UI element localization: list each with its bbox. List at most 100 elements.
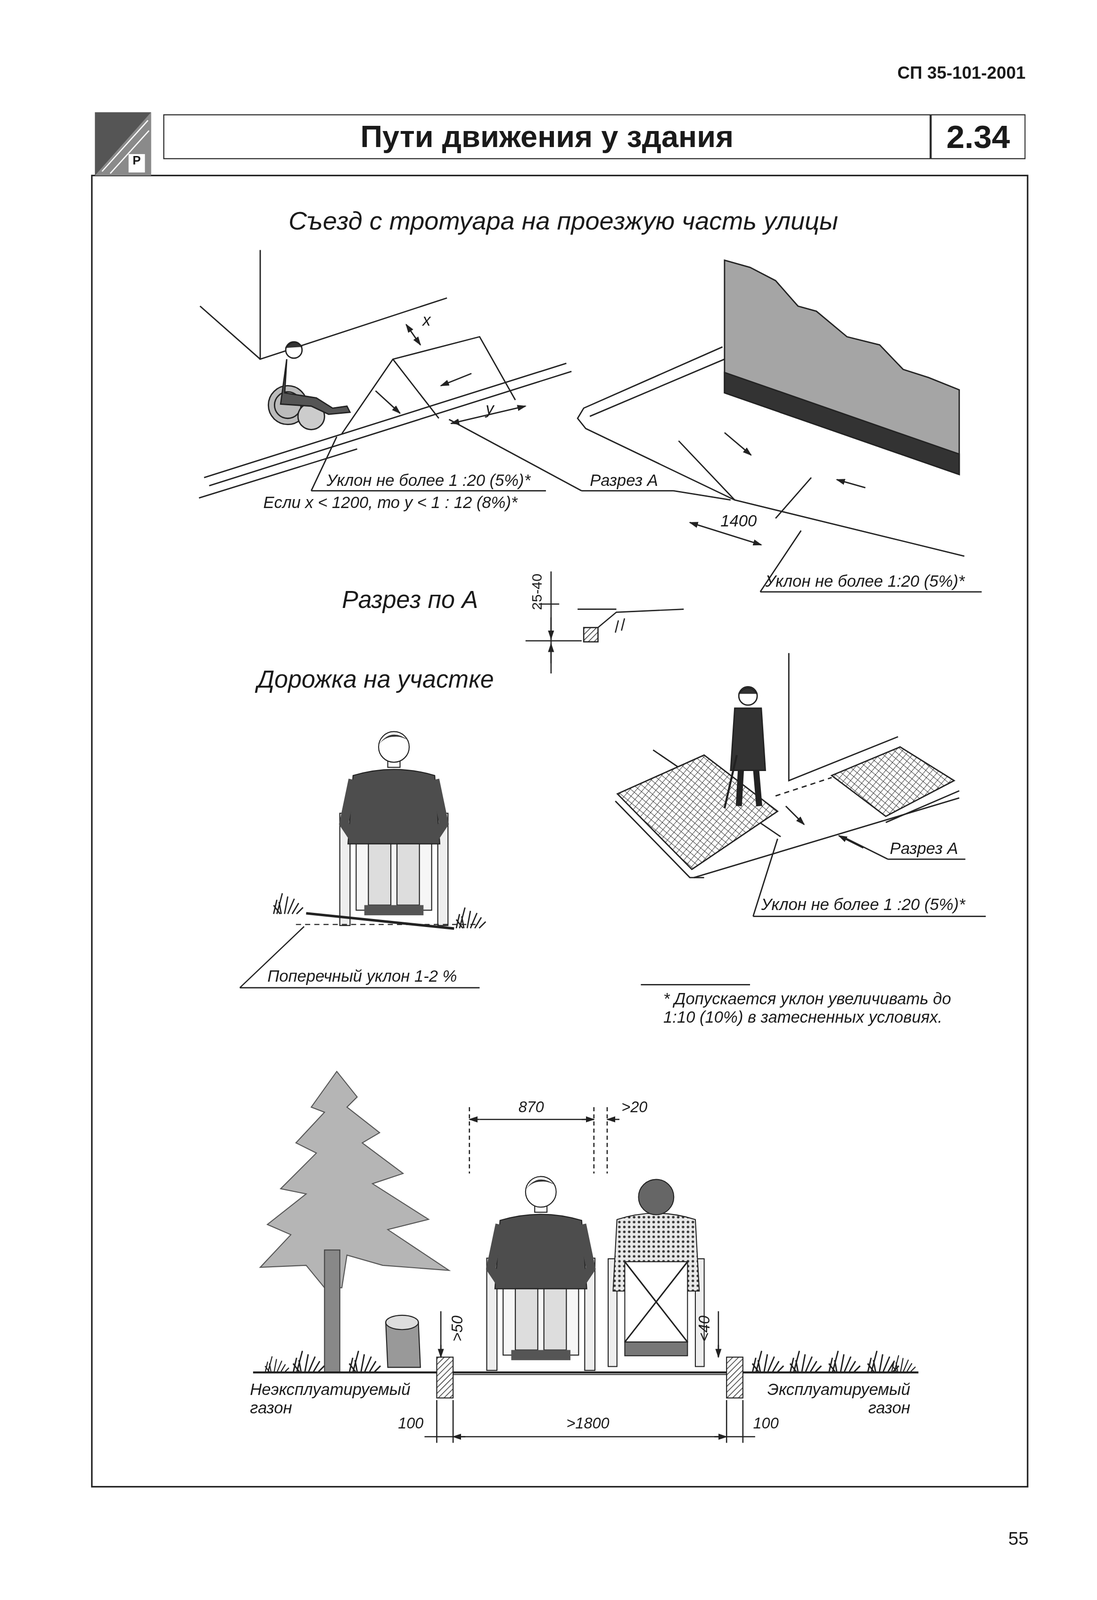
dimension: <40 [695, 1316, 713, 1343]
lawn-label: Неэксплуатируемый газон [249, 1380, 419, 1419]
path-section-part [349, 1351, 381, 1374]
dimension: 25-40 [528, 573, 545, 611]
tactile-ramp-part [738, 687, 758, 694]
curb-ramp-left-part [440, 373, 472, 386]
section-heading: Съезд с тротуара на проезжую часть улицы [288, 206, 839, 236]
slope-note: Если x < 1200, то y < 1 : 12 (8%)* [263, 494, 518, 513]
slope-note: Уклон не более 1 :20 (5%)* [326, 471, 531, 491]
page-frame-part [128, 154, 146, 173]
path-section-part [385, 1315, 419, 1330]
path-section-part-part [479, 1119, 584, 1121]
page-frame-part [94, 112, 151, 176]
dimension: >50 [448, 1316, 466, 1343]
path-section-part-part [717, 1345, 720, 1358]
section-a-part [550, 571, 553, 675]
tactile-ramp-part [775, 777, 832, 797]
curb-ramp-left-part [260, 249, 447, 360]
curb-ramp-right-part [724, 260, 960, 475]
tactile-ramp-part [738, 770, 759, 807]
curb-ramp-left-part [341, 337, 516, 435]
section-a-part [577, 609, 684, 634]
path-cross-slope-part [305, 913, 454, 929]
wheelchair-side [268, 341, 350, 430]
dimension: >1800 [566, 1414, 610, 1433]
section-a-part [550, 617, 553, 639]
path-section-part-part [453, 1436, 466, 1438]
section-callout: Разрез А [890, 840, 959, 859]
path-cross-slope-part [456, 907, 486, 929]
footnote-rule-part [640, 984, 751, 986]
section-a-part [550, 643, 553, 664]
page-number: 55 [1008, 1528, 1029, 1551]
section-heading: Разрез по А [341, 585, 479, 615]
path-section-part-part [717, 1311, 720, 1358]
slope-note: Уклон не более 1:20 (5%)* [765, 572, 965, 592]
tactile-ramp-part [785, 806, 805, 825]
slope-note: Уклон не более 1 :20 (5%)* [761, 896, 966, 916]
path-cross-slope-part [239, 926, 480, 989]
curb-ramp-right-part [724, 432, 751, 456]
path-section-part [264, 1356, 289, 1374]
section-mark: Р [132, 154, 141, 169]
path-section-part [486, 1176, 595, 1371]
curb-ramp-left-part [311, 437, 546, 492]
dimension: 1400 [720, 512, 757, 532]
path-section-part [790, 1351, 822, 1374]
path-cross-slope-part [339, 731, 448, 926]
sheet-number-box: 2.34 [930, 114, 1026, 160]
section-heading: Дорожка на участке [256, 665, 494, 694]
path-cross-slope-part [296, 924, 480, 926]
curb-ramp-right-part [724, 372, 960, 475]
path-section-part-part [440, 1311, 442, 1358]
path-section-part [891, 1355, 916, 1373]
footnote: * Допускается уклон увеличивать до 1:10 … [663, 989, 970, 1028]
tactile-ramp-part [617, 755, 778, 870]
page-frame [91, 112, 1028, 1487]
curb-ramp-left-part [198, 363, 572, 499]
curb-ramp-left [198, 249, 731, 500]
page-frame-part [94, 112, 151, 176]
slope-note: Поперечный уклон 1-2 % [267, 967, 457, 987]
curb-ramp-right-part [836, 479, 866, 488]
curb-ramp-right-part [760, 530, 982, 593]
page-frame-part [91, 175, 1028, 1487]
path-section-part [453, 1374, 727, 1376]
page-title: Пути движения у здания [360, 119, 734, 155]
dimension-name: y [485, 400, 494, 420]
dimension: 100 [753, 1414, 779, 1433]
curb-ramp-left-part [199, 306, 261, 360]
path-section-part [752, 1351, 784, 1374]
curb-ramp-right [577, 260, 982, 593]
curb-ramp-left-part [406, 324, 421, 346]
tactile-ramp-part [738, 686, 758, 706]
section-a-part [583, 627, 598, 643]
path-cross-slope-part [273, 893, 303, 915]
path-section-part-part [469, 1119, 480, 1121]
title-box: Пути движения у здания [163, 114, 931, 160]
section-a [525, 571, 685, 675]
tactile-ramp-part [842, 836, 966, 860]
document-code: СП 35-101-2001 [897, 63, 1026, 83]
path-section-part [436, 1357, 454, 1399]
page-frame-part [101, 120, 149, 174]
path-section-part [324, 1250, 340, 1373]
tactile-ramp-part [831, 747, 955, 817]
curb-ramp-left-part [392, 359, 439, 419]
wheelchair-side-part [285, 341, 303, 359]
path-section-part [260, 1071, 449, 1288]
path-section-part [293, 1351, 325, 1374]
path-section-part-part [424, 1436, 755, 1438]
path-section-part [828, 1351, 860, 1374]
tactile-ramp-part [838, 835, 864, 849]
path-section-part-part [440, 1345, 442, 1358]
path-section-part [726, 1357, 743, 1399]
tactile-ramp [615, 653, 986, 917]
lawn-label: Эксплуатируемый газон [747, 1380, 911, 1419]
curb-ramp-right-part [589, 359, 725, 417]
dimension: >20 [621, 1098, 648, 1116]
section-callout: Разрез А [589, 471, 659, 491]
sheet-number: 2.34 [946, 117, 1010, 156]
tactile-ramp-part [615, 791, 959, 878]
